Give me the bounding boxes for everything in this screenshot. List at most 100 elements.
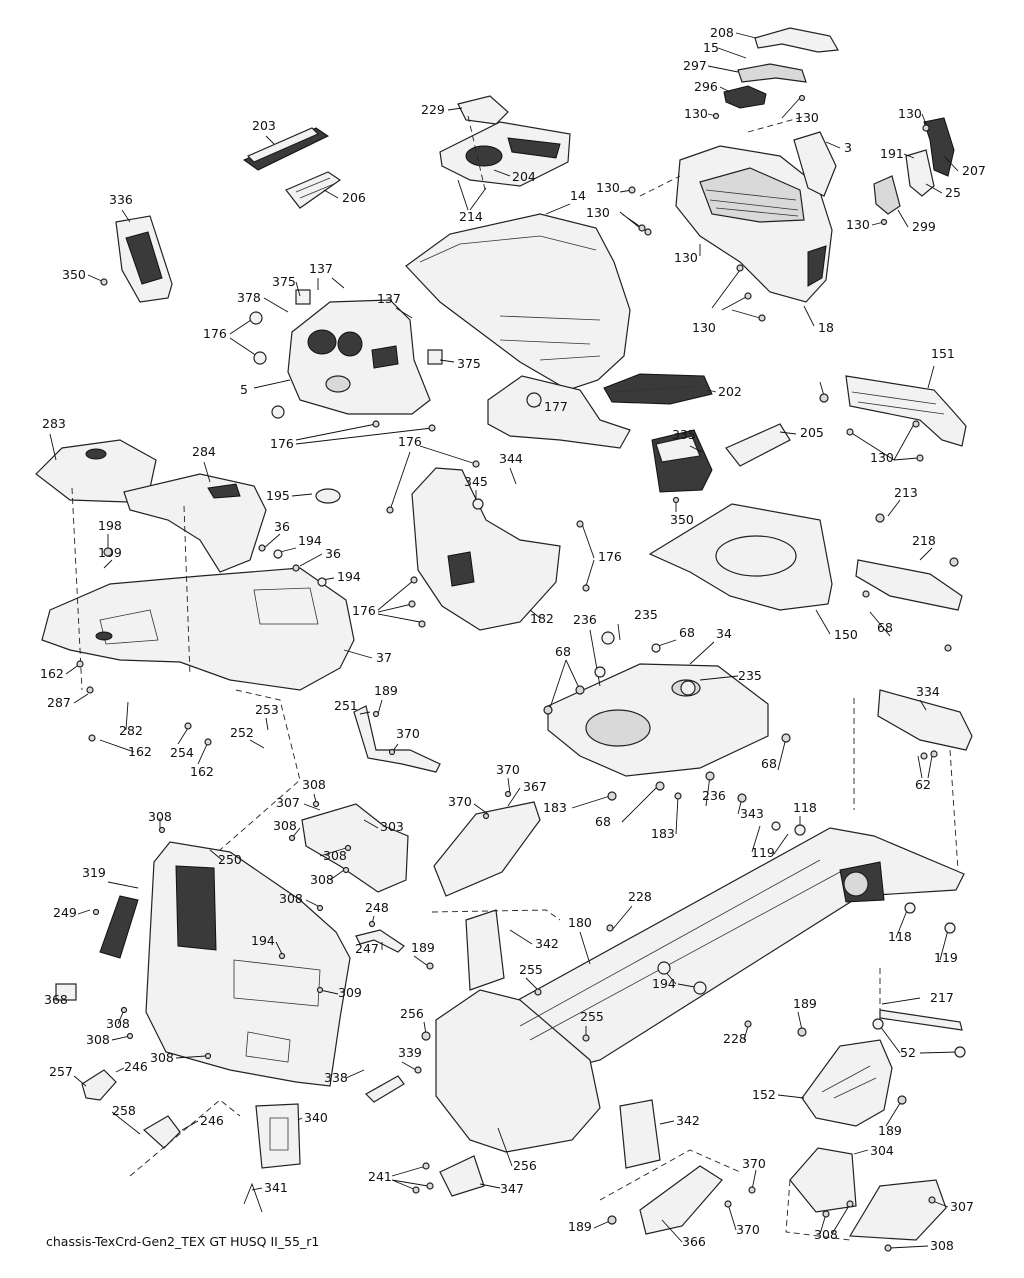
callout: 177	[544, 399, 568, 414]
part-299-bracket	[873, 175, 901, 215]
callout: 189	[878, 1123, 902, 1138]
callout: 203	[252, 118, 276, 133]
callout: 36	[274, 519, 290, 534]
part-341-spring	[243, 1182, 263, 1213]
part-207-light	[923, 117, 955, 177]
hardware	[76, 94, 966, 1252]
callout: 375	[457, 356, 481, 371]
callout: 341	[264, 1180, 288, 1195]
callout: 255	[519, 962, 543, 977]
callout: 180	[568, 915, 592, 930]
callout: 297	[683, 58, 707, 73]
part-208-trim	[754, 27, 839, 53]
part-152-seat-bracket	[801, 1039, 893, 1127]
part-340-cover	[255, 1103, 301, 1169]
callout: 308	[814, 1227, 838, 1242]
part-3-bracket	[793, 131, 837, 197]
part-283-fender	[35, 439, 157, 503]
callout: 378	[237, 290, 261, 305]
part-367-bracket	[433, 801, 541, 897]
part-204-dash-cover	[439, 121, 571, 187]
part-339-lever	[365, 1075, 405, 1103]
callout: 183	[543, 800, 567, 815]
callout: 236	[573, 612, 597, 627]
part-5-dashboard	[287, 299, 431, 415]
callout: 194	[251, 933, 275, 948]
callout: 235	[634, 607, 658, 622]
part-366-plate	[639, 1165, 723, 1235]
callout: 350	[670, 512, 694, 527]
callout: 308	[310, 872, 334, 887]
part-150-frame	[648, 503, 833, 611]
callout: 335	[672, 427, 696, 442]
part-257-latch	[81, 1069, 117, 1101]
callout: 248	[365, 900, 389, 915]
callout: 198	[98, 518, 122, 533]
callout: 152	[752, 1087, 776, 1102]
callout: 252	[230, 725, 254, 740]
callout: 336	[109, 192, 133, 207]
callout: 338	[324, 1070, 348, 1085]
callout: 130	[674, 250, 698, 265]
callout: 150	[834, 627, 858, 642]
callout: 204	[512, 169, 536, 184]
callout: 344	[499, 451, 523, 466]
callout: 308	[930, 1238, 954, 1253]
callout: 340	[304, 1110, 328, 1125]
callout: 202	[718, 384, 742, 399]
callout: 176	[352, 603, 376, 618]
callout: 130	[898, 106, 922, 121]
callout: 308	[273, 818, 297, 833]
callout: 246	[200, 1113, 224, 1128]
callout: 250	[218, 852, 242, 867]
callout: 162	[40, 666, 64, 681]
part-182-cowl	[411, 467, 561, 631]
callout: 236	[702, 788, 726, 803]
callout: 282	[119, 723, 143, 738]
callout: 18	[818, 320, 834, 335]
callout: 130	[870, 450, 894, 465]
callout: 130	[795, 110, 819, 125]
callout: 334	[916, 684, 940, 699]
part-206-cover	[285, 171, 342, 209]
part-175-bracket	[487, 375, 631, 449]
callout: 189	[568, 1219, 592, 1234]
callout: 68	[679, 625, 695, 640]
callout: 118	[793, 800, 817, 815]
callout: 308	[279, 891, 303, 906]
callout: 137	[309, 261, 333, 276]
callout: 130	[586, 205, 610, 220]
part-347-bracket	[439, 1155, 485, 1197]
callout: 256	[513, 1158, 537, 1173]
part-342-bracket-lower	[619, 1099, 661, 1169]
part-297-strip	[737, 63, 807, 83]
callout: 62	[915, 777, 931, 792]
part-303-cover	[301, 803, 409, 893]
callout: 151	[931, 346, 955, 361]
callout: 247	[355, 941, 379, 956]
callout: 370	[496, 762, 520, 777]
part-229-lid	[457, 95, 509, 125]
callout: 208	[710, 25, 734, 40]
callout: 214	[459, 209, 483, 224]
callout: 34	[716, 626, 732, 641]
callout: 309	[338, 985, 362, 1000]
callout: 303	[380, 819, 404, 834]
callout: 375	[272, 274, 296, 289]
callout: 246	[124, 1059, 148, 1074]
callout: 118	[888, 929, 912, 944]
callout: 37	[376, 650, 392, 665]
leader-lines	[49, 32, 959, 1249]
callout: 370	[736, 1222, 760, 1237]
callout: 235	[738, 668, 762, 683]
part-218-plate	[855, 559, 963, 611]
callout: 68	[595, 814, 611, 829]
callout: 283	[42, 416, 66, 431]
part-304-cover	[789, 1147, 857, 1213]
callout: 218	[912, 533, 936, 548]
part-251-rod	[353, 705, 441, 773]
callout: 296	[694, 79, 718, 94]
callout: 241	[368, 1169, 392, 1184]
part-202-grille	[603, 373, 713, 405]
